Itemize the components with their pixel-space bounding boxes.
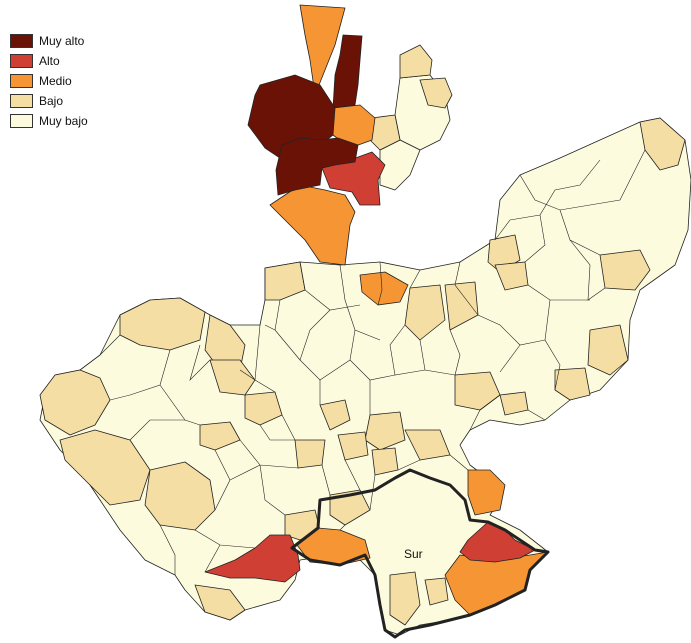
municipality-bajo-west-8 (199, 421, 241, 451)
municipality-bajo-east-2 (587, 324, 629, 376)
region-label-sur: Sur (404, 547, 423, 561)
legend-swatch (10, 34, 33, 48)
legend-label: Muy bajo (39, 114, 88, 128)
municipality-medio-north-3 (269, 184, 356, 266)
municipal-boundaries (99, 149, 646, 575)
municipality-medio-south-1 (296, 527, 371, 566)
legend-swatch (10, 74, 33, 88)
municipality-bajo-south-1 (329, 489, 371, 526)
municipality-medio-east-1 (467, 469, 506, 516)
municipality-bajo-north-1 (399, 44, 433, 79)
municipality-bajo-south-2 (389, 571, 421, 626)
legend-item: Bajo (10, 91, 88, 111)
sur-region-outline (290, 468, 550, 639)
municipality-muy-bajo-north-2 (379, 139, 421, 191)
municipality-bajo-south-3 (424, 577, 449, 606)
municipality-medio-center-1 (359, 271, 409, 306)
municipality-bajo-east-1 (599, 249, 651, 291)
municipality-bajo-center-12 (294, 439, 326, 469)
municipality-alto-southwest-1 (204, 534, 301, 583)
legend-label: Alto (39, 54, 60, 68)
municipality-bajo-west-5 (144, 461, 216, 531)
municipality-bajo-center-8 (319, 399, 351, 431)
legend-label: Medio (39, 74, 72, 88)
municipality-muy-alto-north-3 (275, 137, 359, 196)
municipality-bajo-west-6 (209, 359, 256, 396)
municipality-bajo-north-2 (419, 77, 453, 109)
municipality-bajo-west-1 (119, 297, 206, 351)
municipality-bajo-center-11 (337, 431, 369, 461)
legend-label: Muy alto (39, 34, 85, 48)
municipality-medio-north-1 (299, 4, 346, 96)
municipality-alto-north-1 (321, 151, 386, 206)
municipality-bajo-east-3 (554, 367, 591, 401)
legend-swatch (10, 94, 33, 108)
municipality-layer (39, 4, 691, 636)
municipality-bajo-west-7 (244, 391, 283, 426)
municipality-bajo-center-5 (264, 261, 306, 301)
legend-item: Muy alto (10, 31, 88, 51)
legend-item: Muy bajo (10, 111, 88, 131)
municipality-bajo-west-10 (194, 584, 246, 621)
legend-item: Alto (10, 51, 88, 71)
legend-swatch (10, 54, 33, 68)
legend-item: Medio (10, 71, 88, 91)
legend-label: Bajo (39, 94, 64, 108)
municipality-bajo-center-13 (371, 447, 399, 476)
municipality-muy-alto-north-1 (332, 34, 363, 109)
municipality-bajo-west-4 (59, 429, 151, 506)
municipality-bajo-center-3 (404, 284, 446, 341)
legend-swatch (10, 114, 33, 128)
